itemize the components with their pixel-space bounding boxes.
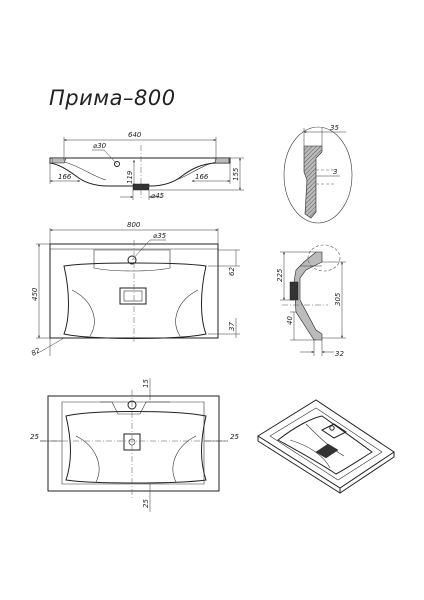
section-profile <box>293 251 323 341</box>
dim-82: 82 <box>30 346 42 358</box>
front-rim-sections <box>51 157 230 164</box>
dim-dia30: ⌀30 <box>93 142 107 150</box>
detail-circle <box>283 126 353 224</box>
isometric-view <box>257 399 395 494</box>
detail-view: 35 3 <box>283 124 353 224</box>
iso-tap-deck <box>321 423 347 439</box>
dim-37: 37 <box>228 322 236 331</box>
dim-62: 62 <box>228 267 236 276</box>
bottom-outline <box>47 395 220 492</box>
dim-225: 225 <box>276 268 284 282</box>
iso-drain <box>315 443 339 459</box>
dim-800: 800 <box>127 221 141 229</box>
dim-25-bottom: 25 <box>142 499 150 508</box>
dim-40: 40 <box>286 316 294 325</box>
dim-640: 640 <box>128 131 142 139</box>
dim-166-left: 166 <box>58 173 72 181</box>
top-tap-hole <box>127 255 137 265</box>
dim-305: 305 <box>334 292 342 306</box>
dim-25-left: 25 <box>30 433 39 441</box>
dim-119: 119 <box>126 170 134 184</box>
section-view: 225 305 40 32 <box>276 244 346 358</box>
top-bowl <box>63 262 207 339</box>
product-title: Прима–800 <box>49 86 176 110</box>
dim-25-right: 25 <box>230 433 239 441</box>
bottom-view: 15 25 25 25 <box>30 378 239 512</box>
top-drain-box <box>119 287 147 305</box>
front-basin-outline <box>49 157 231 187</box>
dim-166-right: 166 <box>195 173 209 181</box>
dim-32: 32 <box>335 350 344 358</box>
front-view: 640 ⌀30 119 166 166 155 <box>49 131 244 200</box>
dim-35-detail: 35 <box>330 124 339 132</box>
dim-dia45: ⌀45 <box>151 192 165 200</box>
dim-155: 155 <box>232 167 240 181</box>
iso-tap-hole <box>329 425 335 431</box>
dim-15: 15 <box>142 379 150 388</box>
top-view: 800 ⌀35 450 62 37 82 <box>30 221 240 358</box>
dim-dia35: ⌀35 <box>153 232 167 240</box>
front-tap-hole <box>114 161 120 167</box>
bottom-bowl <box>65 411 207 484</box>
section-detail-marker <box>307 244 341 272</box>
iso-bowl <box>277 415 373 475</box>
iso-outline <box>257 399 395 489</box>
section-drain <box>289 281 299 301</box>
dim-3-detail: 3 <box>333 168 337 176</box>
dim-450: 450 <box>31 287 39 301</box>
